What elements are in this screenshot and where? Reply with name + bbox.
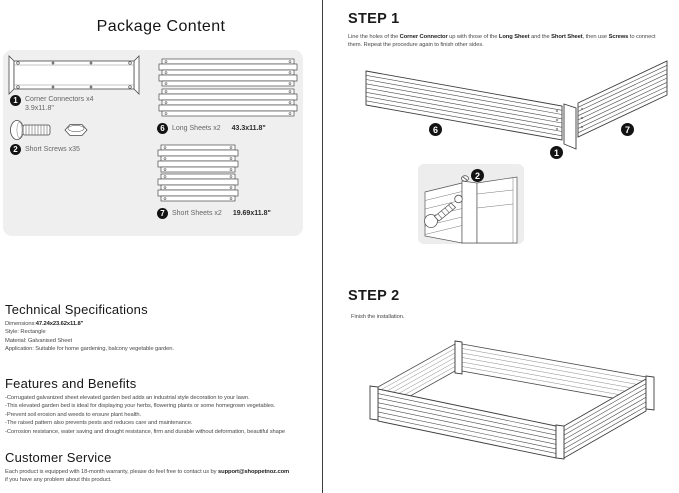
feature-item: -Corrugated galvanized sheet elevated ga… [5, 395, 250, 401]
technical-specifications-title: Technical Specifications [5, 302, 148, 317]
short-sheets-illustration [157, 144, 239, 202]
spec-application: Application: Suitable for home gardening… [5, 346, 174, 353]
item-1-badge: 1 [10, 95, 21, 106]
support-email: support@shoppetnoz.com [218, 469, 290, 475]
step1-detail-inset [418, 164, 524, 244]
feature-item: -Corrosion resistance, water saving and … [5, 428, 285, 435]
step1-short-sheet-badge: 7 [621, 123, 634, 136]
item-1-dims: 3.9x11.8" [25, 105, 54, 112]
column-divider [322, 0, 323, 493]
spec-style: Style: Rectangle [5, 329, 46, 336]
step1-assembly-illustration [365, 60, 668, 150]
item-2-name: Short Screws x35 [25, 146, 80, 153]
long-sheets-label: 6 Long Sheets x2 43.3x11.8" [157, 123, 266, 134]
step2-title: STEP 2 [348, 288, 400, 304]
step2-instructions: Finish the installation. [351, 314, 405, 320]
spec-dimensions: Dimensions:47.24x23.62x11.8" [5, 321, 84, 327]
item-1-name: Corner Connectors x4 [25, 96, 94, 103]
item-2-badge: 2 [10, 144, 21, 155]
item-6-dims: 43.3x11.8" [231, 125, 266, 132]
feature-item: -The raised pattern also prevents pests … [5, 420, 193, 427]
short-sheets-label: 7 Short Sheets x2 19.69x11.8" [157, 208, 271, 219]
item-7-badge: 7 [157, 208, 168, 219]
step1-instructions: Line the holes of the Corner Connector u… [348, 34, 656, 49]
customer-service-text-line2: if you have any problem about this produ… [5, 477, 112, 484]
item-6-badge: 6 [157, 123, 168, 134]
feature-item: -This elevated garden bed is ideal for d… [5, 403, 276, 410]
customer-service-section: Customer Service Each product is equippe… [5, 450, 321, 485]
item-6-name: Long Sheets x2 [172, 125, 221, 132]
screw-and-nut-illustration [10, 120, 88, 140]
technical-specifications-section: Technical Specifications Dimensions:47.2… [5, 302, 317, 354]
customer-service-title: Customer Service [5, 450, 112, 465]
customer-service-text: Each product is equipped with 18-month w… [5, 469, 218, 475]
step2-finished-bed-illustration [369, 340, 655, 460]
item-7-name: Short Sheets x2 [172, 210, 222, 217]
features-benefits-title: Features and Benefits [5, 376, 137, 391]
long-sheets-illustration [158, 58, 298, 117]
feature-item: -Prevent soil erosion and weeds to ensur… [5, 411, 141, 418]
short-screws-label: 2 Short Screws x35 [10, 144, 80, 155]
step1-title: STEP 1 [348, 11, 400, 27]
corner-connector-illustration [8, 55, 140, 95]
item-7-dims: 19.69x11.8" [232, 210, 271, 217]
features-benefits-section: Features and Benefits -Corrugated galvan… [5, 376, 319, 436]
step1-screw-detail-illustration [424, 175, 518, 244]
step1-long-sheet-badge: 6 [429, 123, 442, 136]
package-content-title: Package Content [96, 18, 226, 35]
step1-screw-badge: 2 [471, 169, 484, 182]
corner-connectors-label: 1 Corner Connectors x4 3.9x11.8" [10, 95, 93, 113]
spec-material: Material: Galvanised Sheet [5, 337, 72, 344]
step1-corner-connector-badge: 1 [550, 146, 563, 159]
